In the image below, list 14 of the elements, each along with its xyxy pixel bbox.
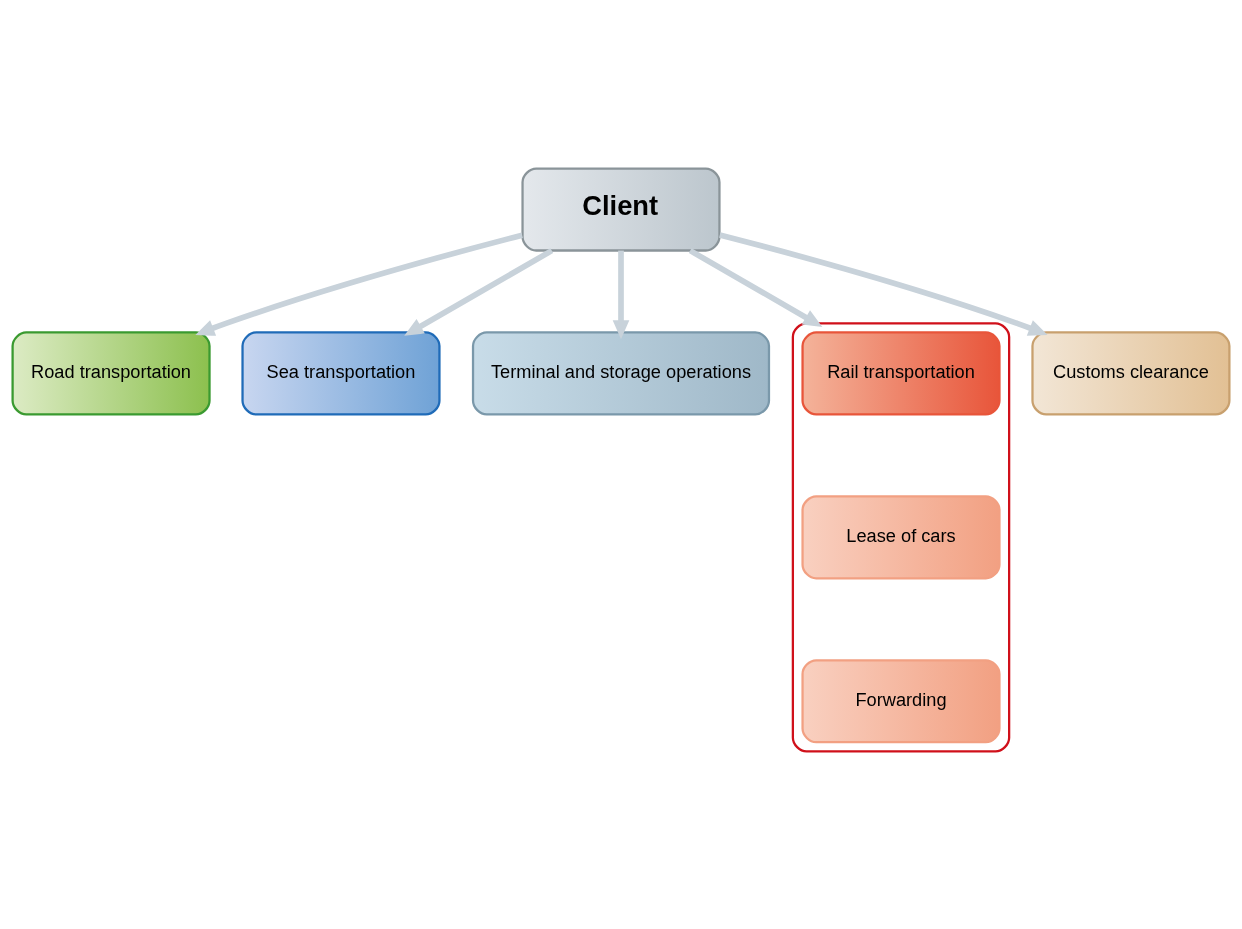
arrow xyxy=(404,248,554,336)
arrow xyxy=(688,248,823,327)
arrow xyxy=(612,250,630,340)
node-box: Customs clearance xyxy=(1031,331,1231,416)
node-box: Sea transportation xyxy=(241,331,441,416)
node-box: Terminal and storage operations xyxy=(471,331,771,416)
cluster xyxy=(791,322,1011,753)
node-box: Lease of cars xyxy=(801,495,1001,580)
arrow xyxy=(719,232,1048,336)
node-box: Forwarding xyxy=(801,659,1001,744)
node-box: Client xyxy=(521,167,721,252)
node-box: Rail transportation xyxy=(801,331,1001,416)
arrow xyxy=(195,232,523,336)
node-box: Road transportation xyxy=(11,331,211,416)
